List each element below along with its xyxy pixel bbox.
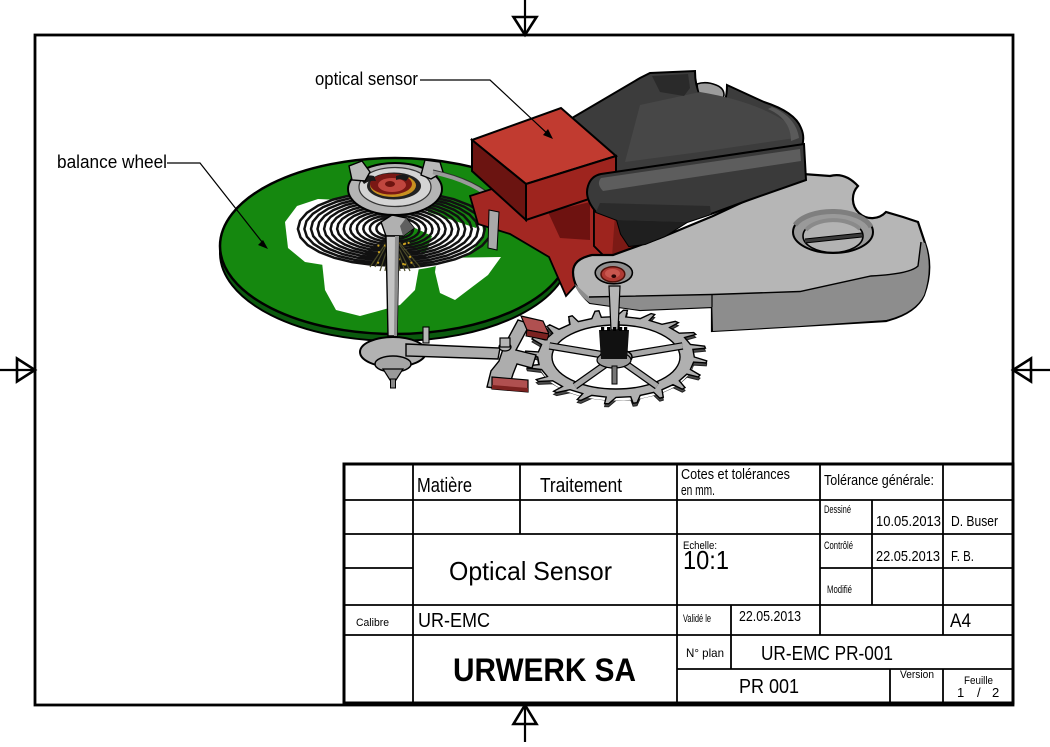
svg-text:D. Buser: D. Buser xyxy=(951,513,998,530)
svg-text:2: 2 xyxy=(992,685,999,700)
svg-text:optical sensor: optical sensor xyxy=(315,69,418,89)
svg-text:Tolérance générale:: Tolérance générale: xyxy=(824,472,934,489)
svg-text:UR-EMC: UR-EMC xyxy=(418,610,490,632)
svg-text:/: / xyxy=(977,685,981,700)
svg-text:A4: A4 xyxy=(950,611,971,632)
svg-text:10.05.2013: 10.05.2013 xyxy=(876,513,941,530)
svg-text:Traitement: Traitement xyxy=(540,475,622,497)
svg-text:Matière: Matière xyxy=(417,475,472,497)
svg-text:Cotes et tolérances: Cotes et tolérances xyxy=(681,466,790,483)
svg-text:PR 001: PR 001 xyxy=(739,676,799,698)
svg-text:UR-EMC PR-001: UR-EMC PR-001 xyxy=(761,643,893,665)
svg-text:Echelle:: Echelle: xyxy=(683,540,717,552)
svg-text:Dessiné: Dessiné xyxy=(824,504,851,516)
svg-text:Feuille: Feuille xyxy=(964,675,993,687)
svg-text:Optical Sensor: Optical Sensor xyxy=(449,556,612,586)
svg-text:Validé le: Validé le xyxy=(683,613,711,625)
svg-text:en mm.: en mm. xyxy=(681,482,715,499)
svg-text:Calibre: Calibre xyxy=(356,617,389,629)
svg-text:1: 1 xyxy=(957,685,964,700)
svg-text:10:1: 10:1 xyxy=(683,545,729,575)
svg-text:N° plan: N° plan xyxy=(686,646,724,660)
svg-text:Version: Version xyxy=(900,669,934,681)
svg-text:22.05.2013: 22.05.2013 xyxy=(876,548,940,565)
svg-text:balance wheel: balance wheel xyxy=(57,152,167,172)
svg-text:F. B.: F. B. xyxy=(951,548,974,565)
svg-text:22.05.2013: 22.05.2013 xyxy=(739,608,801,625)
svg-text:Contrôlé: Contrôlé xyxy=(824,540,853,552)
svg-text:Modifié: Modifié xyxy=(827,584,852,596)
svg-text:URWERK SA: URWERK SA xyxy=(453,652,636,688)
